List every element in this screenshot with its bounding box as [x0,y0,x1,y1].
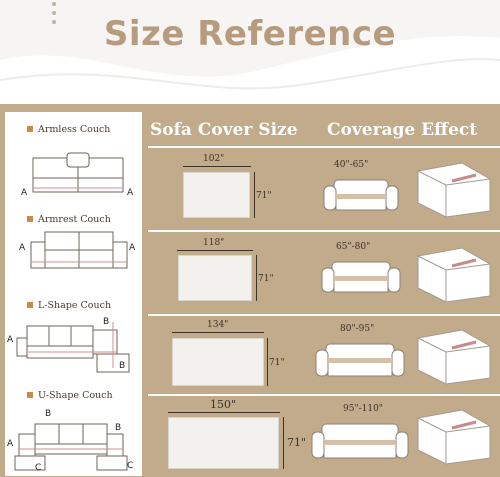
width-label: 134" [207,320,229,330]
ushape-couch-icon: B A C B C [7,409,133,473]
height-label: 71" [287,436,307,449]
cover-sheet-118 [178,255,252,301]
svg-text:B: B [115,423,121,433]
width-label: 118" [203,238,225,248]
svg-text:A: A [7,335,14,345]
armrest-couch-icon: A A [19,231,136,269]
marker-icon [27,302,33,308]
marker-icon [27,126,33,132]
armless-couch-icon: A A [21,152,134,198]
svg-text:A: A [7,439,14,449]
svg-text:B: B [119,361,125,371]
couch-label-ushape: U-Shape Couch [27,390,113,401]
couch-types-column: Armless Couch A A Armrest Couch A A [5,112,142,476]
height-label: 71" [256,191,272,201]
couch-label-lshape: L-Shape Couch [27,300,111,311]
cover-icon [417,162,491,218]
cover-sheet-134 [172,338,264,386]
dim-label: A [21,188,28,198]
banner: Size Reference [0,0,500,100]
size-panel: Armless Couch A A Armrest Couch A A [0,104,500,477]
range-label: 40"-65" [334,160,369,170]
column-header-size: Sofa Cover Size [150,120,298,140]
row-divider [148,394,500,396]
marker-icon [27,216,33,222]
svg-text:A: A [129,243,136,253]
cover-icon [417,409,491,465]
sofa-icon [311,423,409,459]
row-divider [148,146,500,148]
column-header-effect: Coverage Effect [327,120,478,140]
sofa-icon [323,179,399,211]
couch-label-armrest: Armrest Couch [27,214,111,225]
cover-icon [417,247,491,303]
sofa-icon [315,343,405,377]
marker-icon [27,392,33,398]
width-label: 150" [210,398,237,411]
page-title: Size Reference [103,14,397,54]
range-label: 80"-95" [340,324,375,334]
cover-sheet-150 [168,417,279,469]
cover-icon [417,329,491,385]
height-label: 71" [258,274,274,284]
svg-text:B: B [103,317,109,327]
svg-text:C: C [127,461,133,471]
row-divider [148,314,500,316]
svg-text:A: A [19,243,26,253]
dots-decoration [52,2,56,29]
couch-label-armless: Armless Couch [27,124,110,135]
svg-text:C: C [35,463,41,473]
height-label: 71" [269,358,285,368]
range-label: 65"-80" [336,242,371,252]
sofa-icon [321,261,401,293]
wave-decoration [0,0,500,90]
row-divider [148,230,500,232]
width-label: 102" [203,154,225,164]
range-label: 95"-110" [343,404,383,414]
svg-text:B: B [45,409,51,419]
lshape-couch-icon: A B B [7,317,130,373]
dim-label: A [127,188,134,198]
cover-sheet-102 [183,172,250,218]
